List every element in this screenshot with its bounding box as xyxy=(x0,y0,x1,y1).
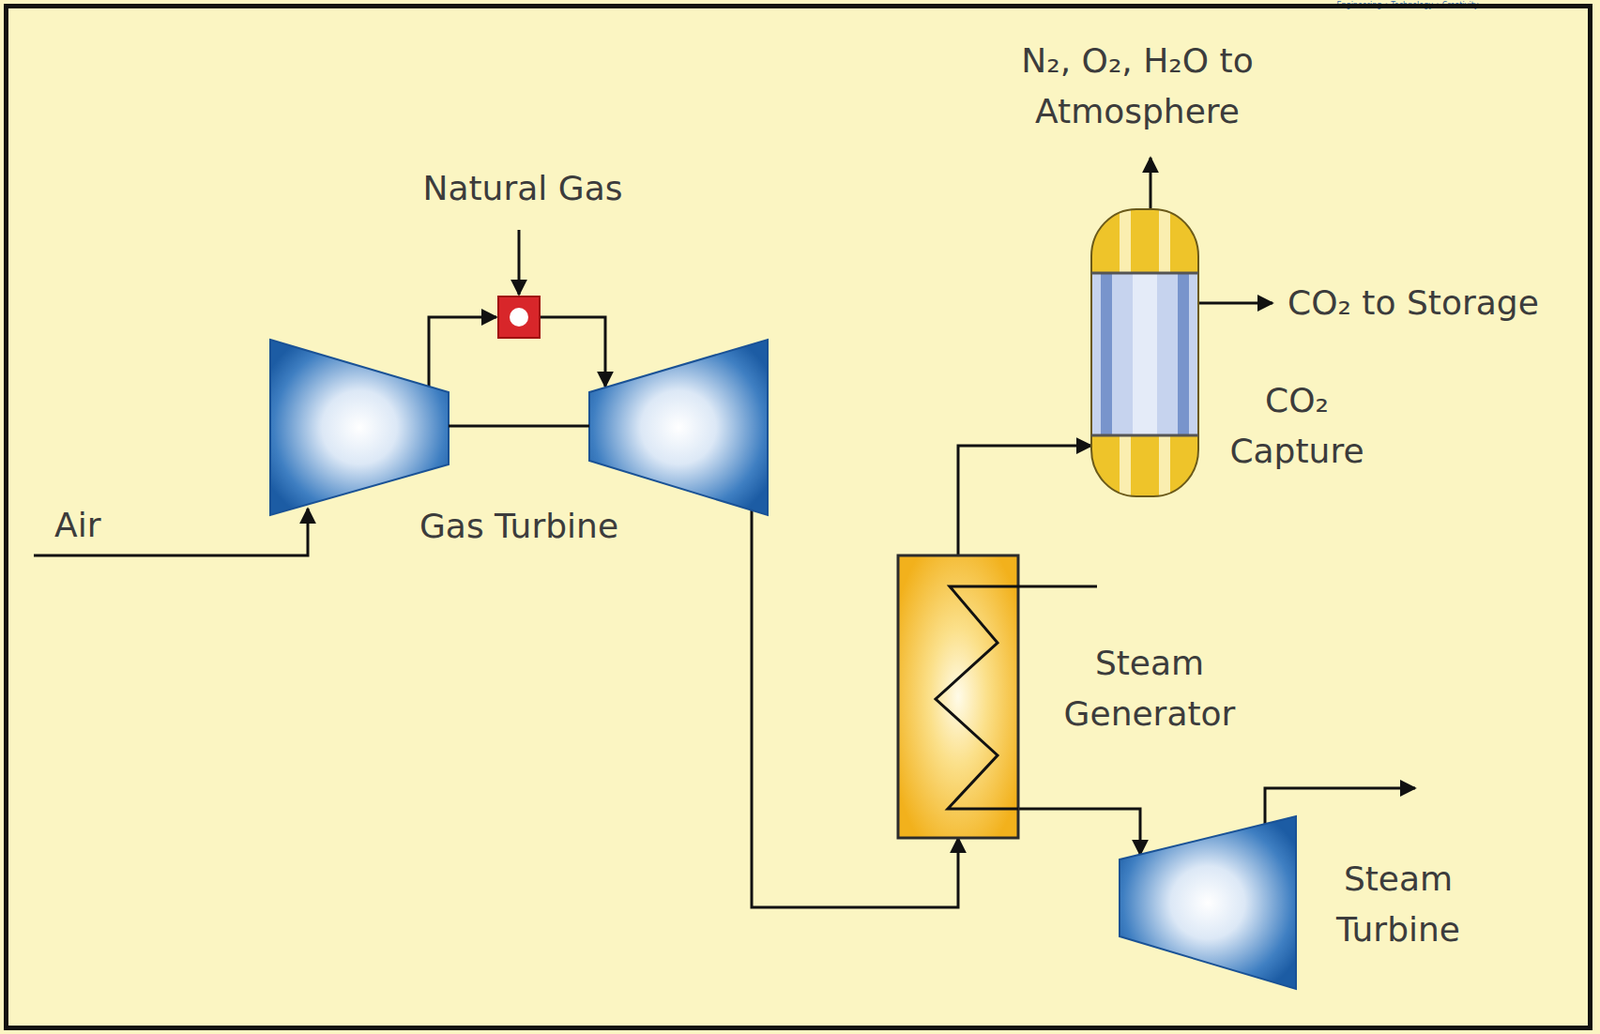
steam-turbine-unit: Steam Turbine xyxy=(1119,816,1296,990)
combustor xyxy=(498,296,540,338)
capture-column xyxy=(1091,209,1199,497)
gas-turbine-unit: Gas Turbine xyxy=(270,339,768,516)
unit-label: Gas Turbine xyxy=(270,501,768,552)
air-label: Air xyxy=(54,500,168,551)
turbine-symbol xyxy=(589,339,768,516)
co2-capture-column: CO₂ Capture xyxy=(1091,209,1199,497)
combustor-flame xyxy=(509,307,529,327)
unit-label: Steam Generator xyxy=(1051,638,1249,740)
fuel-line xyxy=(518,229,521,295)
column-band xyxy=(1091,272,1199,275)
flow-connector xyxy=(1018,808,1141,855)
node-shape xyxy=(898,555,1019,839)
column-band xyxy=(1091,434,1199,438)
publisher-watermark: Engineering • Technology • Creativity xyxy=(1295,0,1521,11)
node-shape xyxy=(270,339,768,516)
capture-column-outline xyxy=(1091,209,1199,497)
node-shape xyxy=(1119,816,1296,990)
compressor-symbol xyxy=(270,339,449,516)
steam-generator: Steam Generator xyxy=(898,555,1019,839)
exhaust-label: N₂, O₂, H₂O to Atmosphere xyxy=(987,35,1288,138)
flow-connector xyxy=(958,445,1092,556)
co2-out-line xyxy=(1198,302,1273,305)
fuel-label: Natural Gas xyxy=(381,163,664,214)
vent-line xyxy=(1149,157,1153,210)
compressed-air-line xyxy=(428,317,497,387)
shaft-line xyxy=(448,425,590,428)
co2-storage-label: CO₂ to Storage xyxy=(1287,277,1588,329)
node-shape xyxy=(1091,209,1199,497)
unit-label: Steam Turbine xyxy=(1304,853,1493,956)
unit-label: CO₂ Capture xyxy=(1212,375,1382,477)
steam-turbine-symbol xyxy=(1119,816,1296,990)
hot-gas-line xyxy=(539,317,606,387)
